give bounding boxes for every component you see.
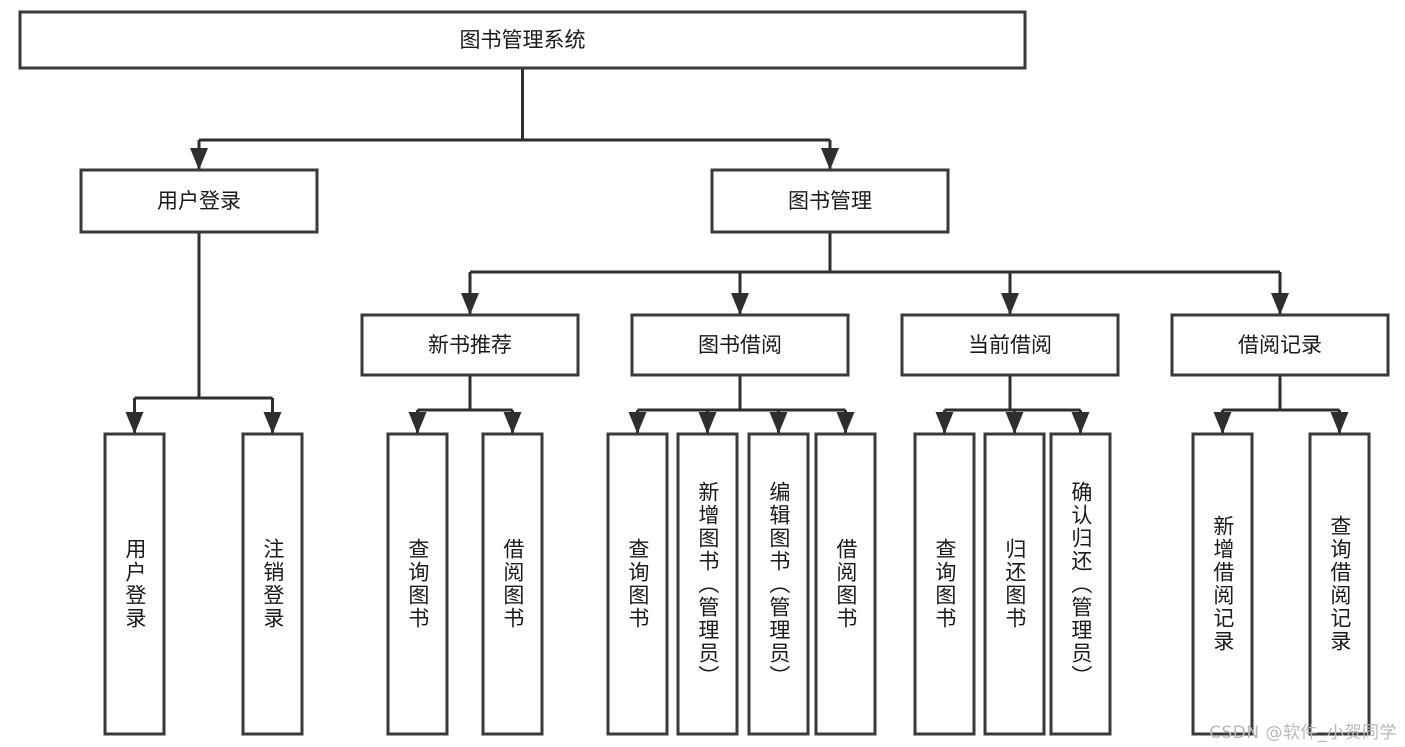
arrow-head-icon [1213, 412, 1232, 434]
leaf-node-leaf-bb-add[interactable] [676, 432, 739, 736]
leaf-node-leaf-cb-query[interactable] [913, 432, 976, 736]
level3-node-borrow-records[interactable]: 借阅记录 [1170, 313, 1390, 377]
leaf-box[interactable] [606, 432, 669, 736]
arrow-head-icon [935, 412, 954, 434]
leaf-node-leaf-bb-borrow[interactable] [814, 432, 877, 736]
node-box[interactable] [900, 313, 1120, 377]
node-box[interactable] [79, 168, 319, 234]
leaf-node-leaf-bb-edit[interactable] [747, 432, 810, 736]
leaf-box[interactable] [386, 432, 449, 736]
node-box[interactable] [360, 313, 580, 377]
arrow-head-icon [628, 412, 647, 434]
level3-node-new-book-recommend[interactable]: 新书推荐 [360, 313, 580, 377]
leaf-node-leaf-br-query[interactable] [1308, 432, 1371, 736]
leaf-node-leaf-nb-query[interactable] [386, 432, 449, 736]
arrow-head-icon [1001, 293, 1019, 315]
level3-node-current-borrow[interactable]: 当前借阅 [900, 313, 1120, 377]
leaf-box[interactable] [983, 432, 1046, 736]
node-label: 图书管理系统 [460, 28, 586, 52]
arrow-head-icon [503, 412, 522, 434]
node-box[interactable] [710, 168, 950, 234]
leaf-box[interactable] [747, 432, 810, 736]
leaf-node-leaf-nb-borrow[interactable] [481, 432, 544, 736]
arrow-head-icon [821, 148, 839, 170]
arrow-head-icon [1005, 412, 1024, 434]
leaf-node-leaf-cb-return[interactable] [983, 432, 1046, 736]
arrow-head-icon [190, 148, 208, 170]
arrow-head-icon [461, 293, 479, 315]
root-node[interactable]: 图书管理系统 [18, 10, 1027, 70]
level2-node-book-management[interactable]: 图书管理 [710, 168, 950, 234]
node-label: 借阅记录 [1238, 333, 1322, 357]
node-box[interactable] [18, 10, 1027, 70]
leaf-box[interactable] [241, 432, 304, 736]
leaf-box[interactable] [676, 432, 739, 736]
arrow-head-icon [1071, 412, 1090, 434]
node-label: 用户登录 [157, 189, 241, 213]
arrow-head-icon [263, 412, 282, 434]
leaf-box[interactable] [814, 432, 877, 736]
level3-node-book-borrow[interactable]: 图书借阅 [630, 313, 850, 377]
leaf-box[interactable] [1191, 432, 1254, 736]
arrow-head-icon [836, 412, 855, 434]
node-label: 图书管理 [788, 189, 872, 213]
leaf-node-leaf-user-login[interactable] [103, 432, 166, 736]
arrow-head-icon [731, 293, 749, 315]
leaf-box[interactable] [913, 432, 976, 736]
arrow-head-icon [1271, 293, 1289, 315]
leaf-node-leaf-cb-confirm[interactable] [1049, 432, 1112, 736]
leaf-node-leaf-user-logout[interactable] [241, 432, 304, 736]
node-label: 当前借阅 [968, 333, 1052, 357]
leaf-box[interactable] [481, 432, 544, 736]
node-box[interactable] [630, 313, 850, 377]
watermark-text: CSDN @软件_小贺同学 [1209, 723, 1397, 743]
leaf-node-leaf-br-add[interactable] [1191, 432, 1254, 736]
leaf-box[interactable] [1308, 432, 1371, 736]
arrow-head-icon [1330, 412, 1349, 434]
node-label: 新书推荐 [428, 333, 512, 357]
leaf-box[interactable] [1049, 432, 1112, 736]
arrow-head-icon [698, 412, 717, 434]
leaf-box[interactable] [103, 432, 166, 736]
arrow-head-icon [125, 412, 144, 434]
connector-layer [125, 68, 1349, 434]
node-label: 图书借阅 [698, 333, 782, 357]
leaf-node-leaf-bb-query[interactable] [606, 432, 669, 736]
arrow-head-icon [408, 412, 427, 434]
arrow-head-icon [769, 412, 788, 434]
node-box[interactable] [1170, 313, 1390, 377]
level2-node-user-login[interactable]: 用户登录 [79, 168, 319, 234]
